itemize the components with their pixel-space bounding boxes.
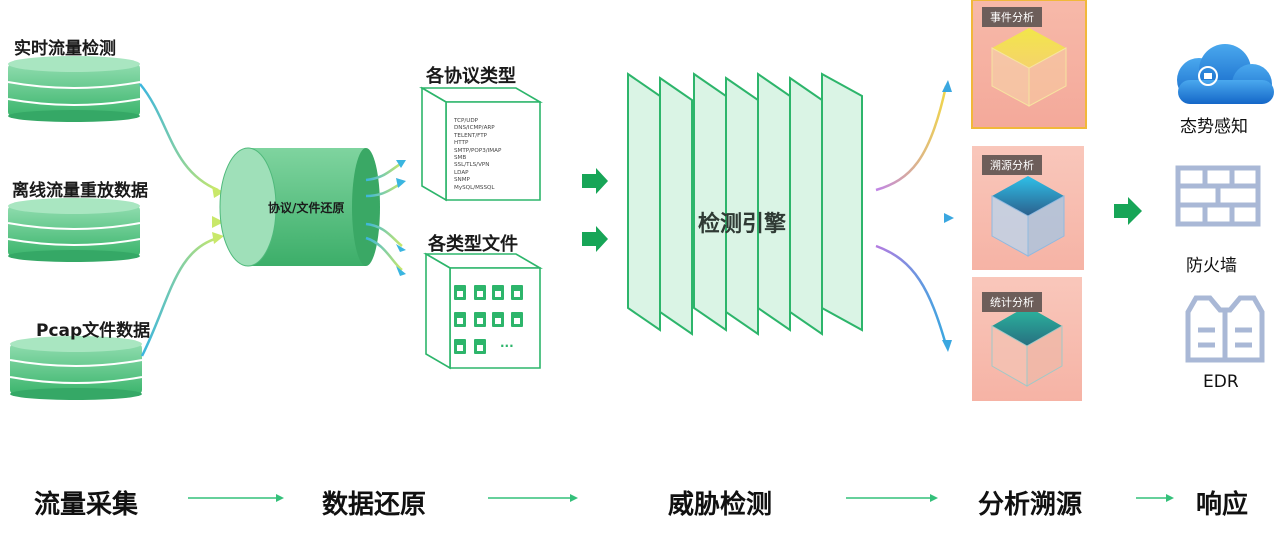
protocol-item: TCP/UDP — [454, 118, 479, 124]
arrowhead-7 — [396, 266, 406, 276]
protocol-item: HTTP — [454, 140, 469, 147]
more-files-ellipsis: ... — [500, 336, 514, 350]
source-flow-arrows — [139, 83, 219, 357]
source-label-offline: 离线流量重放数据 — [12, 181, 148, 201]
arrowhead-10 — [942, 340, 952, 352]
to-engine-arrows — [582, 168, 608, 252]
protocol-item: LDAP — [454, 169, 469, 176]
analysis-tag-stats: 统计分析 — [982, 292, 1042, 312]
arrowhead-8 — [942, 80, 952, 92]
analysis-tag-event: 事件分析 — [982, 7, 1042, 27]
arrowhead-3 — [212, 232, 224, 244]
arrowhead-4 — [396, 160, 406, 168]
restore-cylinder — [219, 147, 380, 267]
protocol-item: SMTP/POP3/IMAP — [454, 147, 502, 154]
arrowhead-9 — [944, 213, 954, 223]
engine-label: 检测引擎 — [698, 212, 787, 237]
protocol-item: SSL/TLS/VPN — [454, 162, 490, 169]
source-label-realtime: 实时流量检测 — [14, 39, 116, 59]
protocol-types-title: 各协议类型 — [426, 66, 516, 87]
protocol-item: SMB — [454, 155, 467, 162]
stage-label-detect: 威胁检测 — [668, 490, 773, 520]
protocol-box — [419, 86, 543, 202]
stage-label-analyze: 分析溯源 — [978, 490, 1083, 520]
stage-label-restore: 数据还原 — [322, 490, 427, 520]
restore-label: 协议/文件还原 — [268, 201, 345, 215]
stage-arrows — [188, 494, 1174, 502]
protocol-item: TELENT/FTP — [454, 132, 487, 139]
engine-out-arrows — [875, 85, 948, 346]
arrowhead-2 — [212, 216, 224, 228]
file-types-title: 各类型文件 — [428, 234, 518, 255]
protocol-list: TCP/UDP DNS/ICMP/ARP TELENT/FTP HTTP SMT… — [454, 118, 501, 192]
stage-label-collect: 流量采集 — [34, 490, 139, 520]
protocol-item: SNMP — [454, 177, 470, 184]
analysis-panel-trace — [972, 146, 1084, 270]
stage-label-respond: 响应 — [1196, 490, 1249, 520]
response-label-situation: 态势感知 — [1180, 117, 1248, 137]
analysis-tag-trace: 溯源分析 — [982, 155, 1042, 175]
database-realtime-icon — [7, 56, 141, 122]
response-label-firewall: 防火墙 — [1186, 256, 1237, 276]
arrowhead-5 — [396, 178, 406, 188]
database-pcap-icon — [9, 336, 143, 400]
detection-engine-plates — [627, 72, 863, 336]
cloud-icon — [1177, 44, 1274, 104]
edr-icon — [1185, 295, 1265, 363]
to-response-arrow — [1114, 197, 1142, 225]
protocol-item: MySQL/MSSQL — [454, 184, 495, 191]
arrowhead-1 — [212, 186, 224, 198]
database-offline-icon — [7, 198, 141, 262]
source-label-pcap: Pcap文件数据 — [36, 321, 151, 341]
arrowhead-6 — [396, 244, 406, 252]
file-icons-grid — [454, 285, 523, 354]
protocol-item: DNS/ICMP/ARP — [454, 125, 495, 132]
firewall-icon — [1175, 165, 1261, 227]
response-label-edr: EDR — [1203, 372, 1239, 392]
